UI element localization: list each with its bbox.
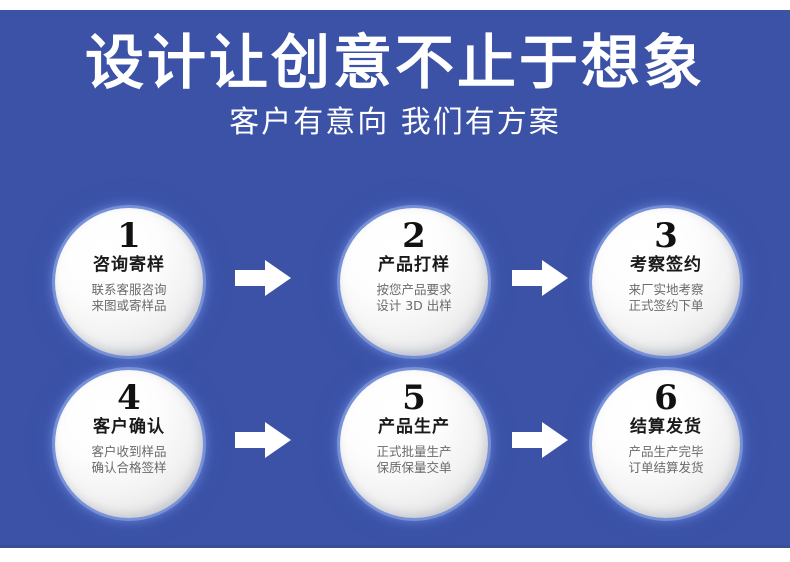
page-subtitle: 客户有意向 我们有方案 xyxy=(229,104,561,140)
step-row-bottom: 4 客户确认 客户收到样品 确认合格签样 5 产品生产 xyxy=(0,362,790,518)
step-circle-6[interactable]: 6 结算发货 产品生产完毕 订单结算发货 xyxy=(592,370,740,518)
step-title: 产品生产 xyxy=(378,417,450,437)
banner-blue-panel: 设计让创意不止于想象 客户有意向 我们有方案 1 咨询寄样 联系客服咨询 来图或… xyxy=(0,10,790,548)
arrow-right-icon xyxy=(235,258,291,298)
step-description-line-2: 设计 3D 出样 xyxy=(376,297,452,313)
step-item-4[interactable]: 4 客户确认 客户收到样品 确认合格签样 xyxy=(55,362,205,518)
panel-bottom-edge xyxy=(0,545,790,548)
step-title: 客户确认 xyxy=(93,417,165,437)
step-description-line-1: 联系客服咨询 xyxy=(91,281,167,297)
step-number: 3 xyxy=(654,216,678,256)
step-description: 按您产品要求 设计 3D 出样 xyxy=(376,282,452,314)
step-title: 咨询寄样 xyxy=(93,255,165,275)
step-description: 来厂实地考察 正式签约下单 xyxy=(628,282,703,314)
step-number: 4 xyxy=(117,378,141,418)
arrow-right-icon xyxy=(512,420,568,460)
step-number: 5 xyxy=(402,378,426,418)
step-item-1[interactable]: 1 咨询寄样 联系客服咨询 来图或寄样品 xyxy=(55,200,205,356)
step-item-2[interactable]: 2 产品打样 按您产品要求 设计 3D 出样 xyxy=(340,200,490,356)
step-description-line-2: 来图或寄样品 xyxy=(91,297,167,313)
step-description-line-2: 正式签约下单 xyxy=(628,297,704,313)
step-circle-2[interactable]: 2 产品打样 按您产品要求 设计 3D 出样 xyxy=(340,208,488,356)
step-circle-4[interactable]: 4 客户确认 客户收到样品 确认合格签样 xyxy=(55,370,203,518)
step-title: 结算发货 xyxy=(630,417,702,437)
step-row-top: 1 咨询寄样 联系客服咨询 来图或寄样品 2 产品打样 xyxy=(0,200,790,356)
headline-block: 设计让创意不止于想象 客户有意向 我们有方案 xyxy=(0,32,790,139)
step-description: 联系客服咨询 来图或寄样品 xyxy=(91,282,166,314)
step-description-line-2: 订单结算发货 xyxy=(628,459,704,475)
step-description-line-1: 产品生产完毕 xyxy=(628,443,704,459)
arrow-right-icon xyxy=(512,258,568,298)
step-description-line-1: 来厂实地考察 xyxy=(628,281,704,297)
page-title: 设计让创意不止于想象 xyxy=(84,28,705,97)
step-circle-5[interactable]: 5 产品生产 正式批量生产 保质保量交单 xyxy=(340,370,488,518)
step-number: 1 xyxy=(117,216,141,256)
step-description-line-1: 客户收到样品 xyxy=(91,443,167,459)
step-title: 产品打样 xyxy=(378,255,450,275)
step-item-3[interactable]: 3 考察签约 来厂实地考察 正式签约下单 xyxy=(592,200,742,356)
step-description: 产品生产完毕 订单结算发货 xyxy=(628,444,703,476)
arrow-right-icon xyxy=(235,420,291,460)
step-circle-3[interactable]: 3 考察签约 来厂实地考察 正式签约下单 xyxy=(592,208,740,356)
step-title: 考察签约 xyxy=(630,255,702,275)
step-item-5[interactable]: 5 产品生产 正式批量生产 保质保量交单 xyxy=(340,362,490,518)
step-description: 客户收到样品 确认合格签样 xyxy=(91,444,166,476)
step-description: 正式批量生产 保质保量交单 xyxy=(376,444,451,476)
step-description-line-2: 确认合格签样 xyxy=(91,459,167,475)
step-number: 2 xyxy=(402,216,426,256)
step-description-line-1: 按您产品要求 xyxy=(376,281,452,297)
step-item-6[interactable]: 6 结算发货 产品生产完毕 订单结算发货 xyxy=(592,362,742,518)
step-description-line-1: 正式批量生产 xyxy=(376,443,452,459)
step-circle-1[interactable]: 1 咨询寄样 联系客服咨询 来图或寄样品 xyxy=(55,208,203,356)
step-description-line-2: 保质保量交单 xyxy=(376,459,452,475)
step-number: 6 xyxy=(654,378,678,418)
